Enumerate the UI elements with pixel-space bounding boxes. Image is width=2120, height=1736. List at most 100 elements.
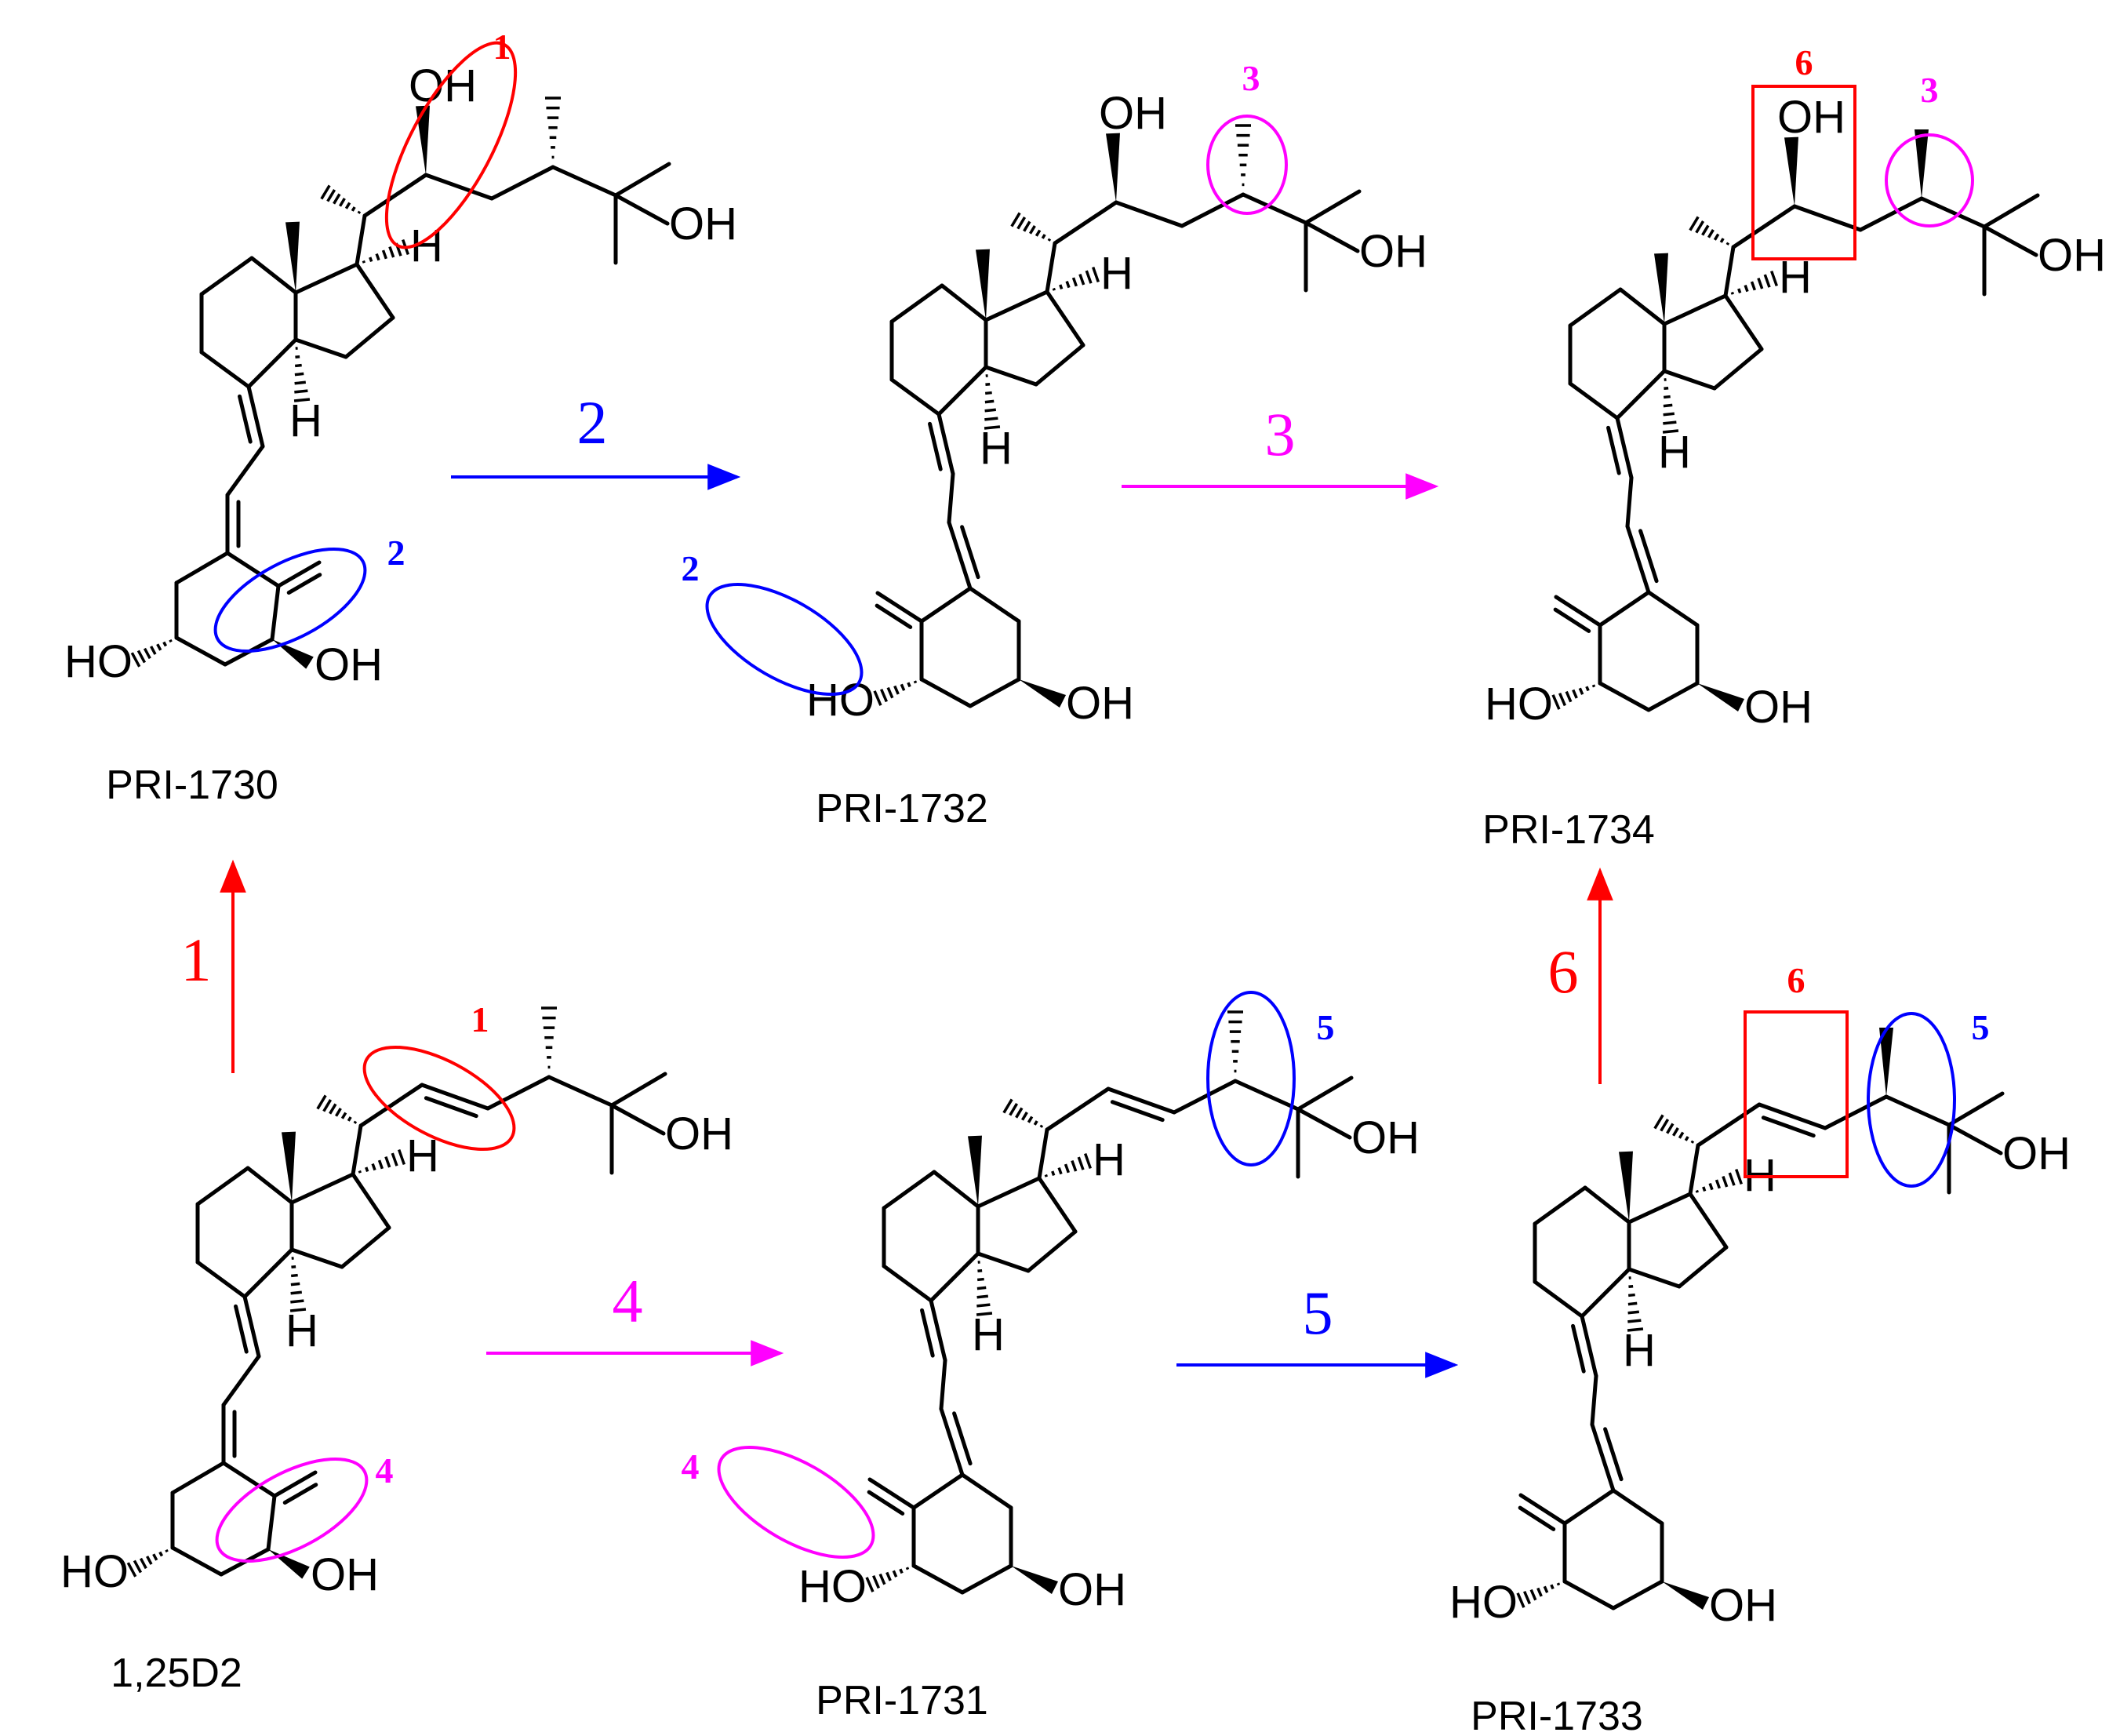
hash-segment <box>1725 242 1730 246</box>
hash-segment <box>357 210 362 214</box>
hash-segment <box>1627 1293 1635 1297</box>
h17-hash <box>1695 1168 1743 1193</box>
bond-c24-c25 <box>1919 196 1987 229</box>
hash-segment <box>1065 280 1071 289</box>
h14-hash <box>1627 1276 1644 1332</box>
step-label: 3 <box>1265 400 1296 468</box>
bond-c20-c22 <box>1053 200 1118 246</box>
bond-c25-o25 <box>1304 220 1360 253</box>
hash-segment <box>1671 1127 1679 1137</box>
hash-segment <box>900 683 906 691</box>
bond-c16-c15 <box>1026 1229 1078 1273</box>
compound-name-c1731: PRI-1731 <box>816 1678 988 1723</box>
marker-number: 1 <box>471 999 489 1039</box>
double-bond-c6-c5-second <box>1603 1427 1624 1482</box>
double-bond-c10-c19-second <box>1518 1505 1556 1531</box>
hash-segment <box>156 643 162 651</box>
compound-name-c1730: PRI-1730 <box>106 762 278 808</box>
bond-c13-c12 <box>245 1166 294 1205</box>
methyl-c18-wedge <box>1654 253 1668 324</box>
hash-segment <box>985 382 991 387</box>
hash-segment <box>1010 212 1021 227</box>
hash-segment <box>984 408 996 413</box>
hash-segment <box>873 690 882 706</box>
double-bond-c10-c19 <box>1518 1493 1567 1526</box>
hash-segment <box>1041 234 1046 239</box>
double-bond-c8-c7-second <box>1571 1323 1586 1374</box>
hash-segment <box>1684 1136 1689 1141</box>
oh25-label: OH <box>2002 1128 2071 1179</box>
bond-c13-c12 <box>249 256 298 295</box>
bond-c17-c20 <box>351 1123 363 1177</box>
double-bond-c22-c23 <box>1757 1102 1827 1130</box>
bond-c5-c10 <box>225 551 281 588</box>
hash-segment <box>1039 1124 1044 1128</box>
hash-segment <box>362 260 365 264</box>
bond-c16-c15 <box>1712 347 1764 391</box>
marker-box <box>1751 85 1856 260</box>
hash-segment <box>1551 694 1561 710</box>
oh1-label: OH <box>315 639 383 690</box>
double-bond-c10-c19-second <box>867 1490 905 1516</box>
hash-segment <box>1663 412 1675 417</box>
hash-segment <box>1015 1107 1024 1119</box>
methyl-c21-hash <box>1002 1098 1044 1128</box>
bond-c10-c1 <box>270 584 281 642</box>
hash-segment <box>1722 1175 1729 1188</box>
hash-segment <box>136 650 147 664</box>
bond-c20-c22 <box>358 1083 424 1128</box>
marker-ellipse <box>362 1045 516 1152</box>
marker-ellipse <box>705 583 864 696</box>
double-bond-c8-c7 <box>929 1298 947 1363</box>
hash-segment <box>146 1556 153 1565</box>
bond-c9-c8 <box>882 1264 933 1303</box>
hash-segment <box>1660 1119 1670 1132</box>
hash-segment <box>1763 274 1771 288</box>
bond-c3-c2 <box>968 677 1021 708</box>
oh1-label: OH <box>311 1549 379 1600</box>
hash-segment <box>143 647 151 660</box>
marker-c1733-1: 5 <box>1867 1007 1990 1188</box>
bond-c25-o25 <box>613 193 670 226</box>
bond-c25-c26 <box>613 162 671 198</box>
hash-segment <box>150 646 157 655</box>
hash-segment <box>1059 284 1064 289</box>
hash-segment <box>375 253 380 261</box>
bond-c25-c26 <box>1304 189 1362 225</box>
step-label: 6 <box>1548 937 1579 1006</box>
hash-segment <box>290 1290 302 1295</box>
bond-c2-c1 <box>1598 681 1651 712</box>
hash-segment <box>865 1577 875 1592</box>
bond-c15-c14 <box>293 337 348 359</box>
double-bond-c8-c7 <box>246 384 265 449</box>
double-bond-c22-c23 <box>420 1083 490 1111</box>
hash-segment <box>1689 216 1700 231</box>
hash-segment <box>1627 1327 1644 1332</box>
bond-c23-c24 <box>1858 196 1924 232</box>
methyl-c28-wedge <box>1879 1028 1893 1097</box>
hash-segment <box>1664 386 1669 391</box>
hash-segment <box>878 1573 886 1585</box>
oh3-wedge <box>1662 1581 1710 1610</box>
oh1-label: HO <box>798 1561 867 1612</box>
marker-ellipse <box>384 41 518 249</box>
hash-segment <box>1701 224 1710 236</box>
bond-c22-c23 <box>424 173 494 201</box>
hash-segment <box>1663 395 1671 399</box>
bond-c17-c16 <box>355 262 395 320</box>
hash-segment <box>295 355 300 359</box>
bond-c5-c4 <box>1611 1488 1664 1526</box>
h17-hash <box>1044 1152 1092 1177</box>
hash-segment <box>886 686 894 699</box>
methyl-c18-wedge <box>285 221 300 293</box>
h17-label: H <box>1093 1134 1125 1185</box>
hash-segment <box>1578 687 1584 695</box>
oh3-wedge <box>1697 683 1745 712</box>
hash-segment <box>384 1156 391 1168</box>
bond-c7-c6 <box>1625 475 1634 529</box>
double-bond-c8-c7-second <box>234 1304 249 1354</box>
double-bond-c22-c23-second <box>1110 1100 1165 1123</box>
step-label: 2 <box>577 388 608 457</box>
bond-c3-c2 <box>1646 681 1700 712</box>
